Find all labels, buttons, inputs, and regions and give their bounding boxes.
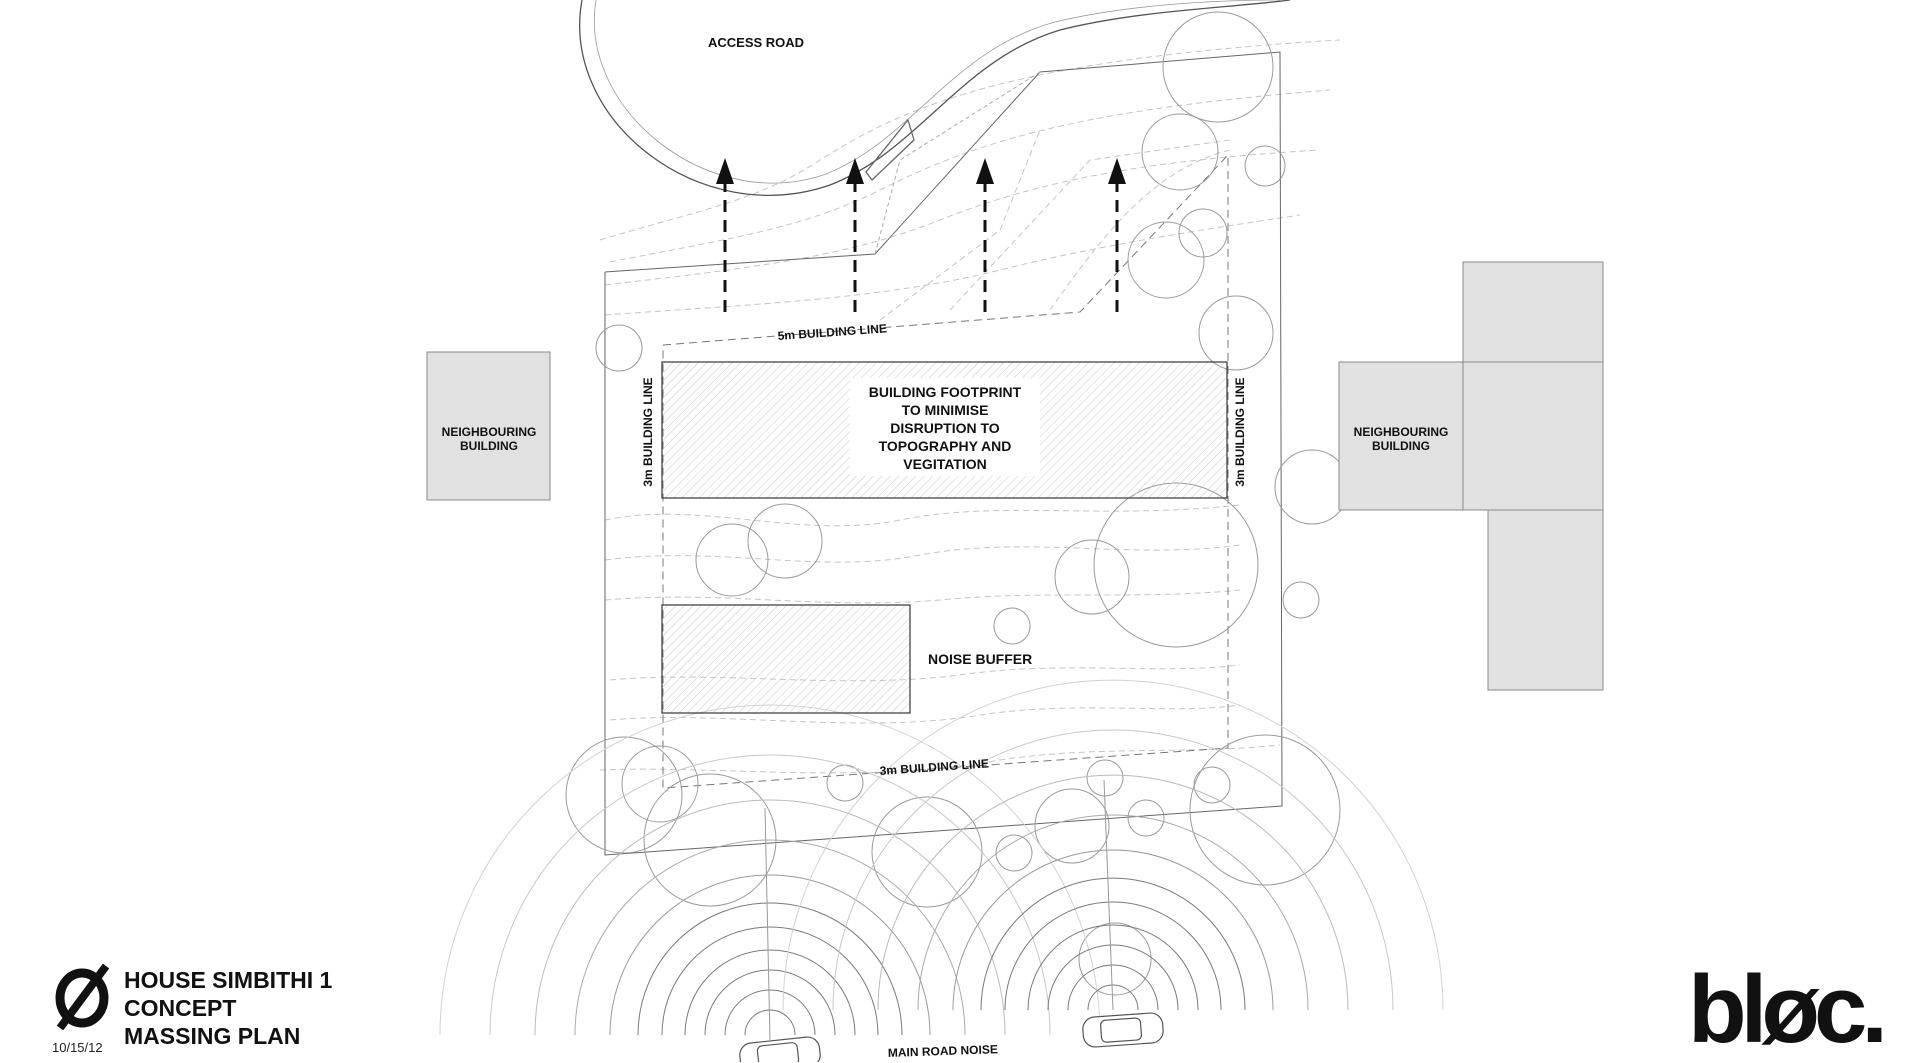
building-lines <box>662 153 1229 789</box>
footprint-label-line: DISRUPTION TO <box>890 420 1000 436</box>
noise-arcs <box>439 679 1444 1041</box>
neighbour-label-line: BUILDING <box>1372 439 1430 453</box>
title-line: HOUSE SIMBITHI 1 <box>124 967 333 993</box>
site-boundary <box>604 51 1283 856</box>
noise-buffer-label: NOISE BUFFER <box>928 651 1032 667</box>
neighbour-label-line: NEIGHBOURING <box>442 425 537 439</box>
trees <box>565 11 1350 996</box>
neighbouring-building-left <box>426 351 551 501</box>
access-road <box>579 0 1291 196</box>
building-line-3m-right-label: 3m BUILDING LINE <box>1233 377 1247 486</box>
main-road-noise-label: MAIN ROAD NOISE <box>888 1042 998 1060</box>
neighbour-label-line: NEIGHBOURING <box>1354 425 1449 439</box>
null-symbol-icon <box>55 964 110 1030</box>
neighbour-right-label: NEIGHBOURING BUILDING <box>1354 425 1449 453</box>
view-arrows <box>723 180 1119 312</box>
title-block: HOUSE SIMBITHI 1 CONCEPT MASSING PLAN 10… <box>50 964 470 1058</box>
neighbour-label-line: BUILDING <box>460 439 518 453</box>
neighbouring-building-right <box>1338 261 1604 691</box>
footprint-label-line: TOPOGRAPHY AND <box>879 438 1012 454</box>
drawing-date: 10/15/12 <box>52 1040 103 1055</box>
car-icon <box>1082 1012 1164 1048</box>
building-footprint-label: BUILDING FOOTPRINT TO MINIMISE DISRUPTIO… <box>869 384 1022 472</box>
footprint-label-line: BUILDING FOOTPRINT <box>869 384 1022 400</box>
arrow-heads <box>716 158 1126 184</box>
car-icon <box>739 1036 821 1062</box>
building-line-3m-left-label: 3m BUILDING LINE <box>641 377 655 486</box>
building-line-5m-label: 5m BUILDING LINE <box>777 321 887 343</box>
contour-lines <box>599 39 1341 774</box>
access-road-label: ACCESS ROAD <box>708 35 804 50</box>
bloc-logo: bløc. <box>1688 956 1888 1063</box>
footprint-label-line: VEGITATION <box>903 456 986 472</box>
title-line: MASSING PLAN <box>124 1023 301 1049</box>
title-line: CONCEPT <box>124 995 237 1021</box>
building-footprint <box>661 361 1228 499</box>
drawing-title: HOUSE SIMBITHI 1 CONCEPT MASSING PLAN <box>124 966 332 1050</box>
noise-buffer-block <box>661 604 911 714</box>
neighbour-left-label: NEIGHBOURING BUILDING <box>442 425 537 453</box>
footprint-label-line: TO MINIMISE <box>902 402 989 418</box>
